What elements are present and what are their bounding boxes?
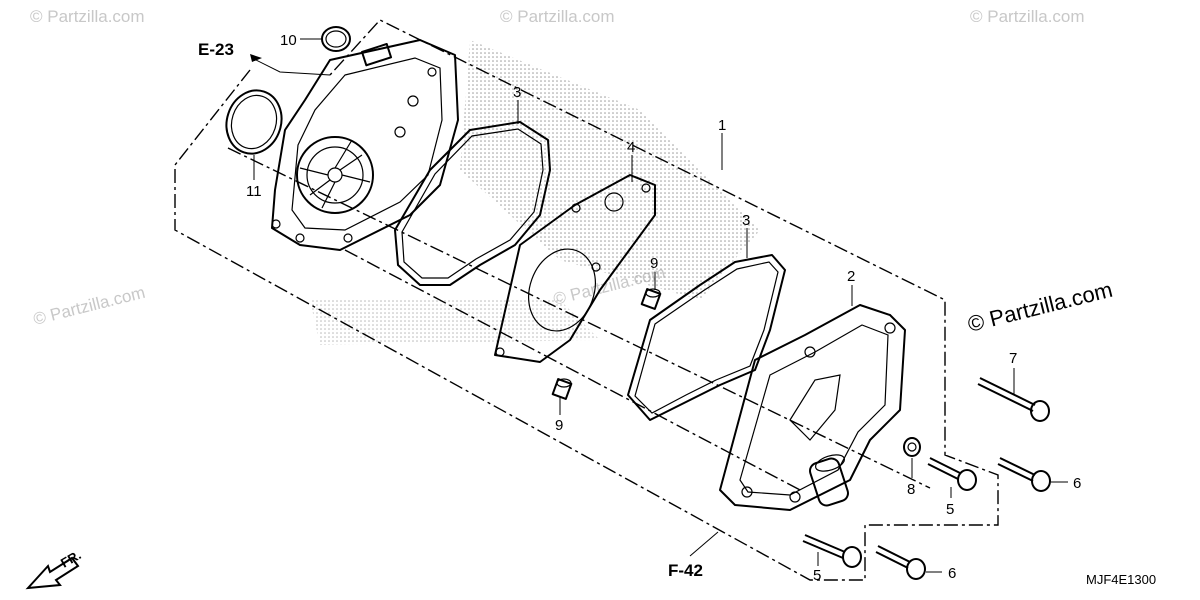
bolt-bottom (802, 534, 862, 568)
diagram-code: MJF4E1300 (1086, 572, 1156, 587)
collar-lower (551, 378, 573, 400)
front-arrow-icon (25, 556, 80, 590)
background-logo-texture (310, 40, 760, 345)
callout-9: 9 (650, 255, 658, 272)
watermark-text: © Partzilla.com (30, 7, 145, 26)
cover-plate (494, 174, 656, 363)
flange-bolt-right (997, 457, 1051, 492)
bolt-right (927, 457, 977, 491)
gasket-upper (394, 121, 551, 286)
arrow-icon (250, 54, 262, 62)
watermark-text: © Partzilla.com (970, 7, 1085, 26)
callout-numbers: 1 2 3 3 4 5 5 6 6 7 8 9 9 10 11 (246, 32, 1081, 584)
callout-5: 5 (946, 501, 954, 518)
water-pump-body (271, 39, 459, 251)
callout-2: 2 (847, 268, 855, 285)
gasket-lower (627, 254, 786, 421)
partzilla-brand-text: © Partzilla.com (965, 277, 1115, 337)
collar-upper (640, 288, 662, 310)
pump-cover (719, 304, 906, 511)
callout-10: 10 (280, 32, 297, 49)
callout-9: 9 (555, 417, 563, 434)
watermark-text: © Partzilla.com (500, 7, 615, 26)
o-ring-large (225, 89, 283, 155)
callout-4: 4 (627, 139, 635, 156)
reference-label-e23[interactable]: E-23 (198, 40, 234, 59)
callout-8: 8 (907, 481, 915, 498)
flange-bolt-bottom (875, 545, 926, 580)
callout-6: 6 (948, 565, 956, 582)
watermark-text: © Partzilla.com (31, 283, 147, 329)
leader-lines (251, 38, 1068, 573)
front-direction-indicator: FR. (25, 547, 84, 590)
callout-7: 7 (1009, 350, 1017, 367)
callout-6: 6 (1073, 475, 1081, 492)
callout-3: 3 (513, 84, 521, 101)
assembly-outline (174, 19, 999, 581)
callout-3: 3 (742, 212, 750, 229)
reference-label-f42[interactable]: F-42 (668, 561, 703, 580)
o-ring-small (321, 26, 351, 52)
callout-5: 5 (813, 567, 821, 584)
callout-1: 1 (718, 117, 726, 134)
callout-11: 11 (246, 183, 262, 200)
bolt-long (977, 377, 1050, 422)
washer (903, 437, 921, 457)
